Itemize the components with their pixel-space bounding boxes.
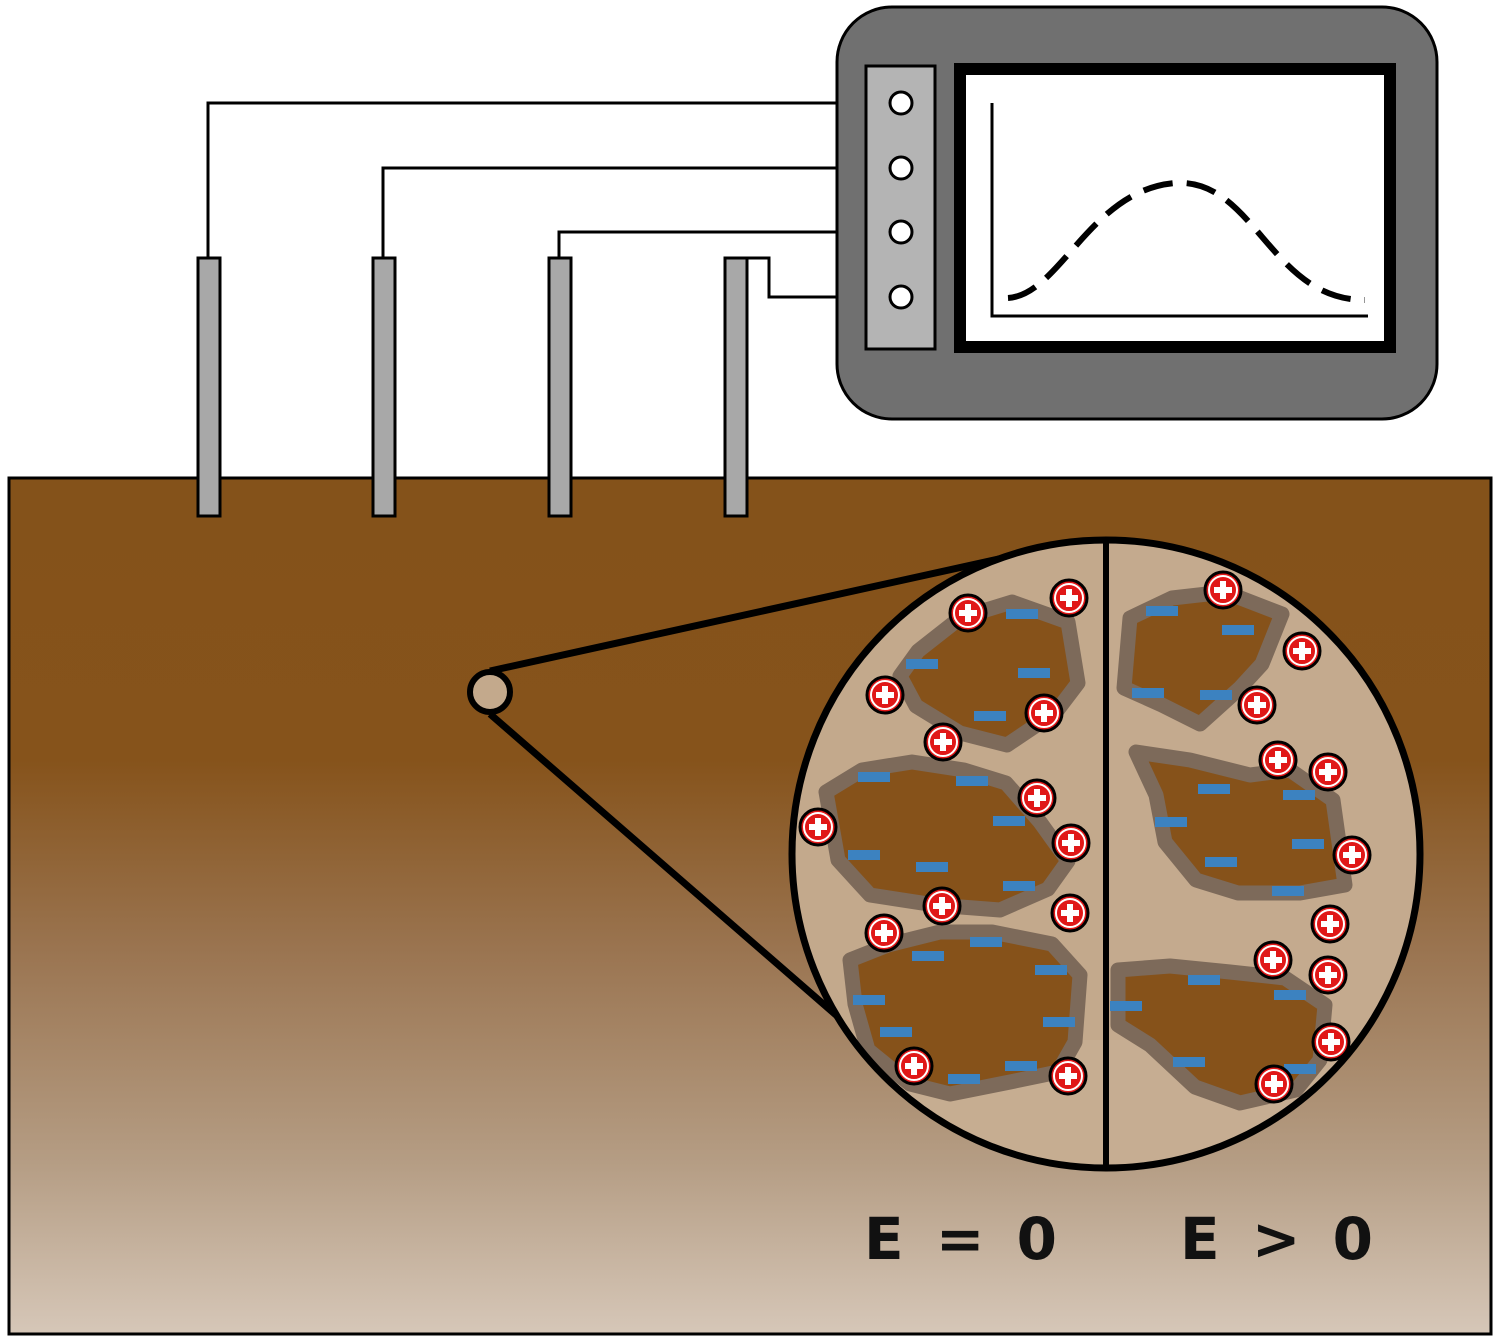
plus-charge-icon [1308, 752, 1348, 792]
plus-charge-icon [1048, 1056, 1088, 1096]
minus-charge-icon [1018, 668, 1050, 678]
minus-charge-icon [1155, 817, 1187, 827]
minus-charge-icon [1146, 606, 1178, 616]
wire-4 [747, 256, 900, 299]
terminals [888, 90, 914, 310]
plus-charge-icon [1050, 893, 1090, 933]
minus-charge-icon [880, 1027, 912, 1037]
plus-charge-icon [1310, 904, 1350, 944]
plus-charge-icon [1237, 685, 1277, 725]
soil-particle [1128, 744, 1353, 901]
magnified-view [788, 536, 1424, 1172]
electrodes [196, 256, 749, 518]
minus-charge-icon [1003, 881, 1035, 891]
plus-charge-icon [864, 913, 904, 953]
sample-spot [467, 669, 513, 715]
minus-charge-icon [1043, 1017, 1075, 1027]
minus-charge-icon [1173, 1057, 1205, 1067]
electrode-rod-icon [196, 256, 222, 518]
minus-charge-icon [1110, 1001, 1142, 1011]
minus-charge-icon [948, 1074, 980, 1084]
minus-charge-icon [906, 659, 938, 669]
minus-charge-icon [1272, 886, 1304, 896]
minus-charge-icon [848, 850, 880, 860]
wire-2 [381, 166, 900, 258]
terminal-connector-icon [888, 155, 914, 181]
plus-charge-icon [1258, 740, 1298, 780]
minus-charge-icon [993, 816, 1025, 826]
plus-charge-icon [1332, 835, 1372, 875]
minus-charge-icon [1132, 688, 1164, 698]
minus-charge-icon [1035, 965, 1067, 975]
magnifier-pointer [467, 549, 1027, 1065]
terminal-connector-icon [888, 90, 914, 116]
electrode-rod-icon [723, 256, 749, 518]
plus-charge-icon [1024, 693, 1064, 733]
label-e-positive: E > 0 [1180, 1205, 1379, 1273]
minus-charge-icon [1205, 857, 1237, 867]
plot-axes [990, 103, 1368, 318]
terminal-connector-icon [888, 284, 914, 310]
plus-charge-icon [894, 1046, 934, 1086]
plus-charge-icon [1308, 955, 1348, 995]
plus-charge-icon [865, 675, 905, 715]
plus-charge-icon [1254, 1064, 1294, 1104]
soil-particle [842, 924, 1088, 1102]
plus-charge-icon [1311, 1022, 1351, 1062]
plus-charge-icon [1049, 578, 1089, 618]
minus-charge-icon [1198, 784, 1230, 794]
wiring [206, 101, 900, 299]
measuring-device [835, 5, 1439, 421]
label-e-zero: E = 0 [864, 1205, 1063, 1273]
minus-charge-icon [1200, 690, 1232, 700]
minus-charge-icon [970, 937, 1002, 947]
minus-charge-icon [1005, 1061, 1037, 1071]
plus-charge-icon [1203, 570, 1243, 610]
plus-charge-icon [923, 722, 963, 762]
minus-charge-icon [1188, 975, 1220, 985]
plus-charge-icon [948, 593, 988, 633]
electrode-rod-icon [371, 256, 397, 518]
minus-charge-icon [1292, 839, 1324, 849]
minus-charge-icon [912, 951, 944, 961]
plot-curve [1007, 179, 1366, 303]
minus-charge-icon [1006, 609, 1038, 619]
electrode-rod-icon [547, 256, 573, 518]
negative-charges [848, 606, 1324, 1084]
plus-charge-icon [1017, 778, 1057, 818]
minus-charge-icon [858, 772, 890, 782]
minus-charge-icon [916, 862, 948, 872]
minus-charge-icon [1222, 625, 1254, 635]
wire-1 [206, 101, 900, 258]
minus-charge-icon [1274, 990, 1306, 1000]
minus-charge-icon [974, 711, 1006, 721]
minus-charge-icon [1283, 790, 1315, 800]
plus-charge-icon [922, 886, 962, 926]
minus-charge-icon [956, 776, 988, 786]
terminal-connector-icon [888, 219, 914, 245]
minus-charge-icon [853, 995, 885, 1005]
magnifier-lens [788, 536, 1424, 1172]
plus-charge-icon [798, 807, 838, 847]
positive-charges [798, 570, 1372, 1104]
plus-charge-icon [1051, 823, 1091, 863]
screen [954, 63, 1396, 353]
minus-charge-icon [1284, 1064, 1316, 1074]
plus-charge-icon [1282, 631, 1322, 671]
wire-3 [557, 230, 900, 258]
plus-charge-icon [1253, 940, 1293, 980]
